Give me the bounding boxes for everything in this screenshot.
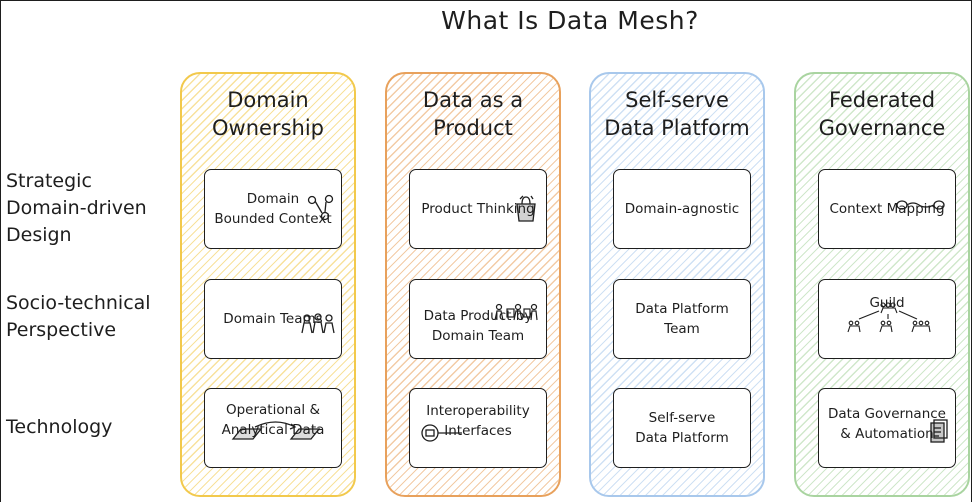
card-operational-analytical-data: Operational & Analytical Data	[204, 388, 342, 468]
card-interoperability-interfaces: Interoperability Interfaces	[409, 388, 547, 468]
guild-hierarchy-icon	[845, 282, 931, 354]
card-data-product-by-domain-team: Data Product by Domain Team	[409, 279, 547, 359]
team-with-products-icon	[494, 282, 538, 342]
card-label: Product Thinking	[421, 201, 535, 217]
card-label: Domain Teams	[223, 311, 323, 327]
card-data-governance-automation: Data Governance & Automation	[818, 388, 956, 468]
document-stack-icon	[929, 399, 949, 463]
card-label: Domain-agnostic	[624, 201, 740, 217]
people-group-icon	[301, 292, 335, 354]
row-label-strategic-ddd: Strategic Domain-driven Design	[6, 170, 147, 246]
card-label: Self-serve Data Platform	[635, 410, 729, 446]
column-domain-ownership: Domain Ownership Domain Bounded Context …	[180, 72, 356, 497]
column-title: Federated Governance	[818, 88, 946, 140]
card-domain-agnostic: Domain-agnostic	[613, 169, 751, 249]
card-domain-teams: Domain Teams	[204, 279, 342, 359]
context-link-icon	[895, 178, 947, 232]
graph-nodes-icon	[305, 174, 335, 242]
card-data-platform-team: Data Platform Team	[613, 279, 751, 359]
column-title: Self-serve Data Platform	[604, 88, 750, 140]
card-guild: Guild	[818, 279, 956, 359]
data-transfer-icon	[231, 401, 321, 463]
card-label: Interoperability Interfaces	[426, 403, 530, 439]
column-self-serve-data-platform: Self-serve Data Platform Domain-agnostic…	[589, 72, 765, 497]
row-label-technology: Technology	[6, 416, 113, 438]
card-context-mapping: Context Mapping	[818, 169, 956, 249]
card-product-thinking: Product Thinking	[409, 169, 547, 249]
row-label-socio-technical: Socio-technical Perspective	[6, 292, 151, 341]
card-label: Data Governance & Automation	[828, 406, 946, 442]
column-federated-governance: Federated Governance Context Mapping Gui…	[794, 72, 970, 497]
card-label: Guild	[869, 295, 905, 311]
card-domain-bounded-context: Domain Bounded Context	[204, 169, 342, 249]
card-label: Data Platform Team	[635, 301, 729, 337]
interface-plug-icon	[420, 403, 464, 463]
card-label: Data Product by Domain Team	[423, 308, 533, 344]
card-label: Operational & Analytical Data	[221, 402, 325, 438]
shopping-bag-icon	[514, 174, 538, 242]
column-data-as-a-product: Data as a Product Product Thinking Data …	[385, 72, 561, 497]
column-title: Data as a Product	[422, 88, 524, 140]
column-title: Domain Ownership	[212, 88, 324, 140]
card-self-serve-data-platform: Self-serve Data Platform	[613, 388, 751, 468]
card-label: Context Mapping	[829, 201, 945, 217]
diagram-title: What Is Data Mesh?	[441, 6, 699, 35]
card-label: Domain Bounded Context	[214, 191, 332, 227]
